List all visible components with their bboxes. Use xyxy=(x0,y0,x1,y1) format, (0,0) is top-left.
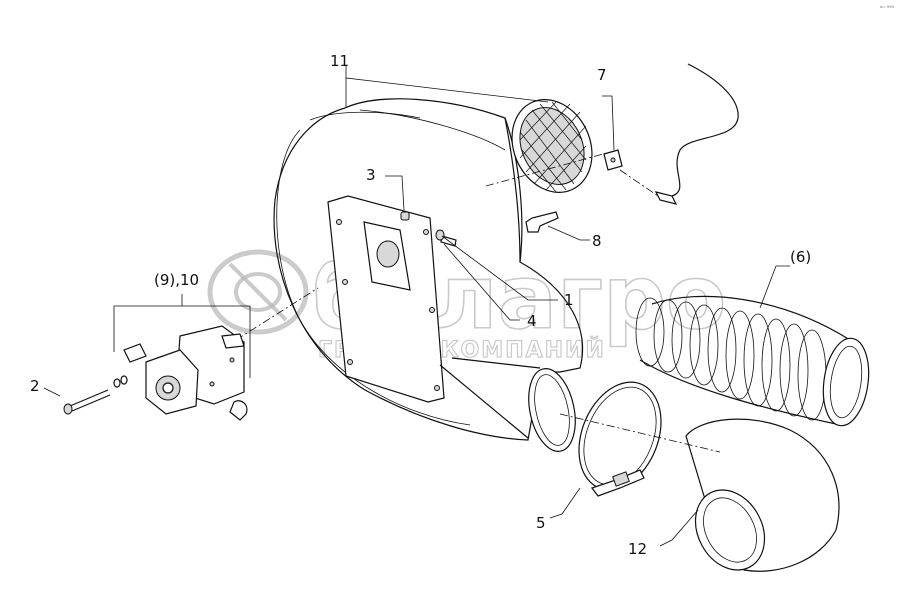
callout-4: 4 xyxy=(527,312,537,330)
bolt-1 xyxy=(435,229,457,247)
mounting-plate xyxy=(327,195,445,403)
callout-7: 7 xyxy=(597,66,607,84)
watermark-logo-icon xyxy=(207,249,309,335)
outlet-tube xyxy=(439,357,576,452)
callout-1: 1 xyxy=(564,291,574,309)
callout-5: 5 xyxy=(536,514,546,532)
fan-housing-icon xyxy=(273,98,584,441)
bracket-8 xyxy=(525,211,559,233)
callout-2: 2 xyxy=(30,377,40,395)
elbow-hose xyxy=(685,418,840,572)
callout-12: 12 xyxy=(628,540,647,558)
hydraulic-motor-icon xyxy=(123,325,248,421)
callout-11: 11 xyxy=(330,52,349,70)
sensor-cable-icon xyxy=(654,63,739,205)
intake-grille-icon xyxy=(511,99,593,193)
bracket-7 xyxy=(603,149,623,171)
watermark: белагро ГРУППА КОМПАНИЙ xyxy=(207,245,727,364)
group-bracket-9-10 xyxy=(113,294,251,378)
callout-3: 3 xyxy=(366,166,376,184)
bolt-2 xyxy=(63,375,128,415)
callout-8: 8 xyxy=(592,232,602,250)
hose-clamp-icon xyxy=(578,381,662,497)
corner-mark: ᵃᵘ ⁹⁹⁹ xyxy=(880,5,894,12)
callout-9-10: (9),10 xyxy=(154,271,199,289)
callout-6: (6) xyxy=(790,248,811,266)
leader-lines xyxy=(43,95,790,547)
corrugated-hose-icon xyxy=(635,295,870,427)
group-bracket-11 xyxy=(345,66,549,108)
